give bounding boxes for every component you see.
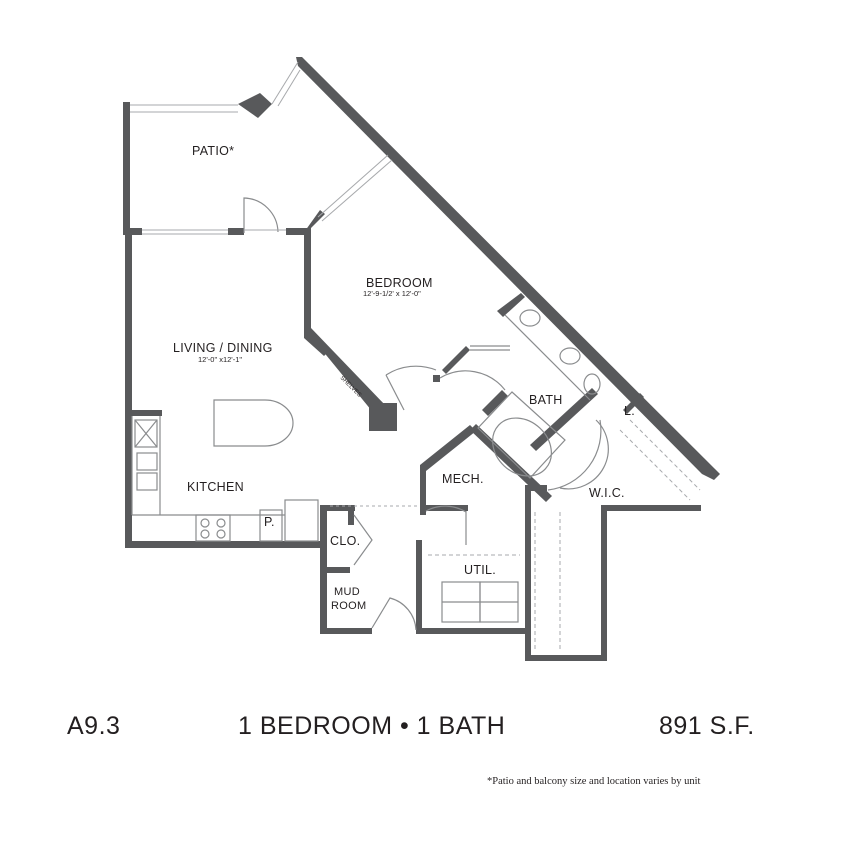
label-linen: L.	[624, 404, 635, 418]
label-bedroom-dims: 12'-9-1/2' x 12'-0"	[363, 289, 421, 298]
label-wic: W.I.C.	[589, 486, 625, 500]
label-kitchen: KITCHEN	[187, 480, 244, 494]
interior-walls	[125, 210, 644, 634]
label-patio: PATIO*	[192, 144, 234, 158]
exterior-walls	[123, 57, 720, 661]
label-mud-line2: ROOM	[331, 600, 366, 612]
floor-plan: PATIO* BEDROOM 12'-9-1/2' x 12'-0" LIVIN…	[123, 57, 720, 661]
label-mud-line1: MUD	[334, 586, 360, 598]
label-living-dims: 12'-0" x12'-1"	[198, 355, 242, 364]
label-pantry: P.	[264, 515, 275, 529]
unit-type: 1 BEDROOM • 1 BATH	[238, 712, 506, 740]
unit-area: 891 S.F.	[659, 712, 755, 740]
label-mech: MECH.	[442, 472, 484, 486]
unit-code: A9.3	[67, 712, 121, 740]
label-bath: BATH	[529, 393, 563, 407]
label-closet: CLO.	[330, 534, 360, 548]
footnote: *Patio and balcony size and location var…	[487, 776, 701, 787]
label-bedroom: BEDROOM	[366, 276, 433, 290]
windows-and-fixtures	[130, 61, 701, 650]
label-util: UTIL.	[464, 563, 496, 577]
label-living-dining: LIVING / DINING	[173, 341, 273, 355]
